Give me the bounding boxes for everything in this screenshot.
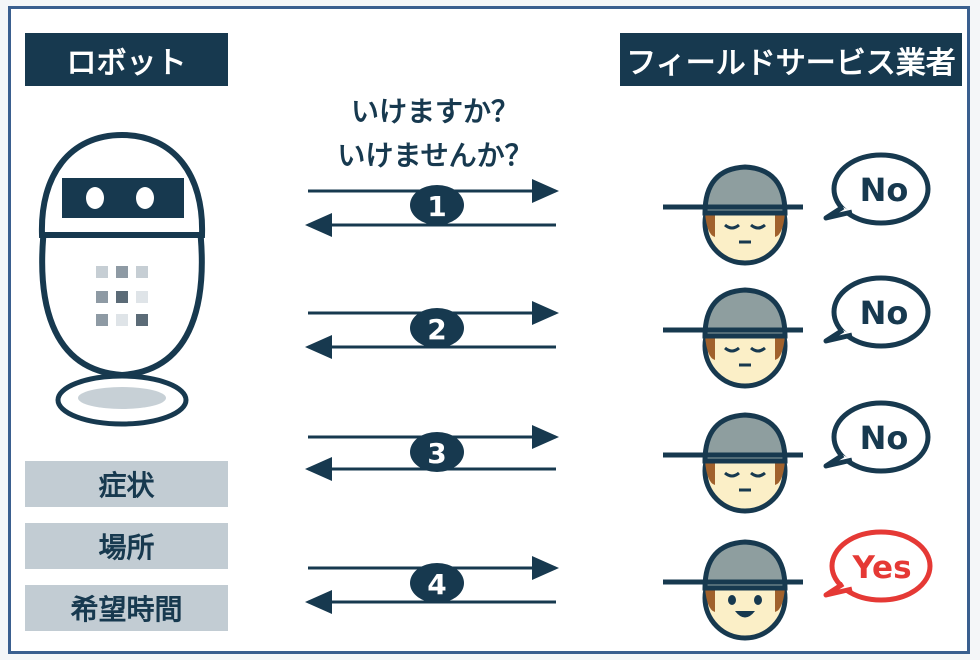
reply-bubble-1: No	[823, 152, 931, 226]
exchange-1-arrows: 1	[305, 179, 559, 237]
attribute-symptom: 症状	[25, 461, 228, 507]
question-line-1: いけますか？	[350, 95, 519, 128]
worker-face-happy-icon	[663, 539, 803, 641]
reply-text-4: Yes	[851, 550, 911, 586]
step-number-3: 3	[427, 437, 446, 470]
exchange-3-arrows: 3	[305, 425, 559, 481]
question-line-2: いけませんか？	[337, 139, 533, 172]
reply-bubble-3: No	[823, 400, 931, 474]
field-service-header: フィールドサービス業者	[620, 33, 962, 86]
reply-text-1: No	[860, 171, 909, 209]
reply-text-2: No	[860, 294, 909, 332]
reply-bubble-4: Yes	[823, 529, 933, 603]
robot-header: ロボット	[25, 33, 228, 86]
worker-face-icon-1	[663, 164, 803, 266]
question-text: いけますか？ いけませんか？	[290, 90, 580, 178]
worker-face-icon-3	[663, 412, 803, 514]
attribute-location: 場所	[25, 523, 228, 569]
step-number-4: 4	[427, 568, 446, 601]
step-number-2: 2	[427, 313, 446, 346]
exchange-4-arrows: 4	[305, 556, 559, 614]
reply-bubble-2: No	[823, 275, 931, 349]
robot-icon	[38, 131, 206, 427]
attribute-desired-time: 希望時間	[25, 585, 228, 631]
exchange-2-arrows: 2	[305, 301, 559, 359]
worker-face-icon-2	[663, 287, 803, 389]
reply-text-3: No	[860, 419, 909, 457]
step-number-1: 1	[427, 190, 446, 223]
